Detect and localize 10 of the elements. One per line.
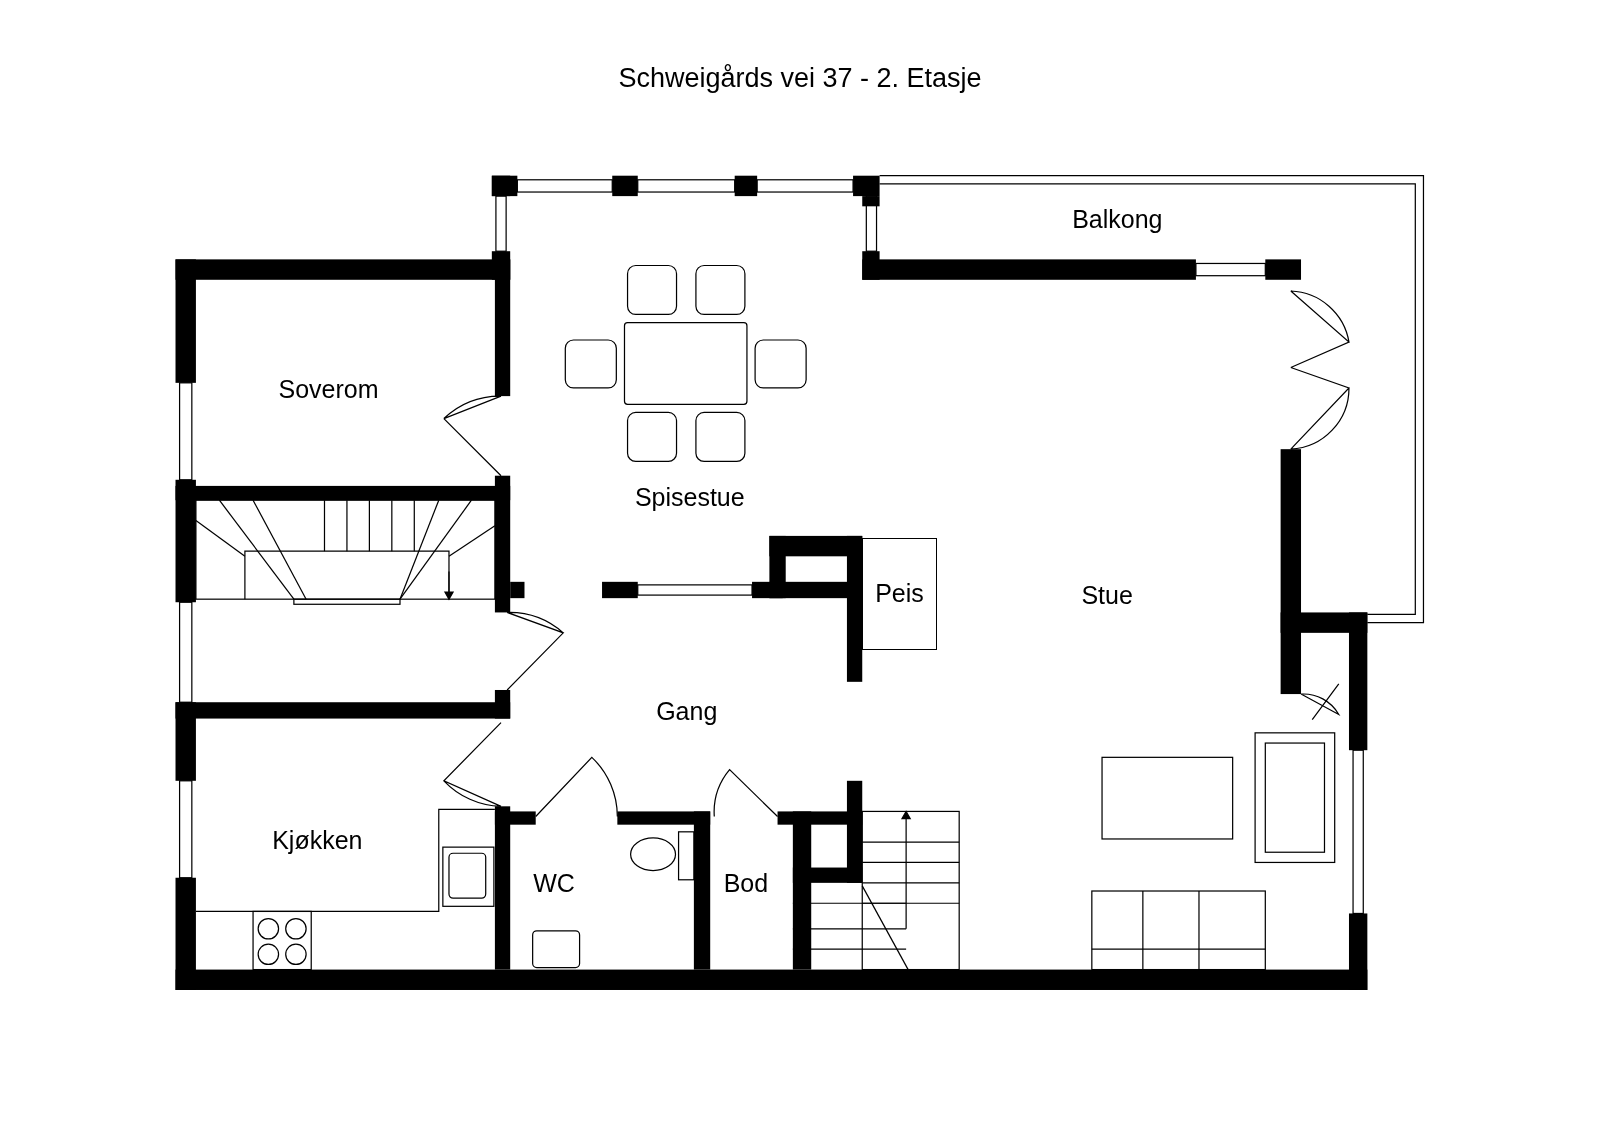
- room-label: Kjøkken: [272, 827, 363, 853]
- room-label: Stue: [1081, 582, 1133, 608]
- room-label: Balkong: [1072, 206, 1163, 232]
- fireplace-box: Peis: [862, 537, 937, 650]
- room-label: Gang: [656, 698, 718, 724]
- room-label: WC: [533, 870, 575, 896]
- room-label: Bod: [723, 870, 769, 896]
- room-label: Spisestue: [634, 484, 745, 510]
- plan-title: Schweigårds vei 37 - 2. Etasje: [617, 62, 983, 95]
- room-label: Soverom: [278, 376, 379, 402]
